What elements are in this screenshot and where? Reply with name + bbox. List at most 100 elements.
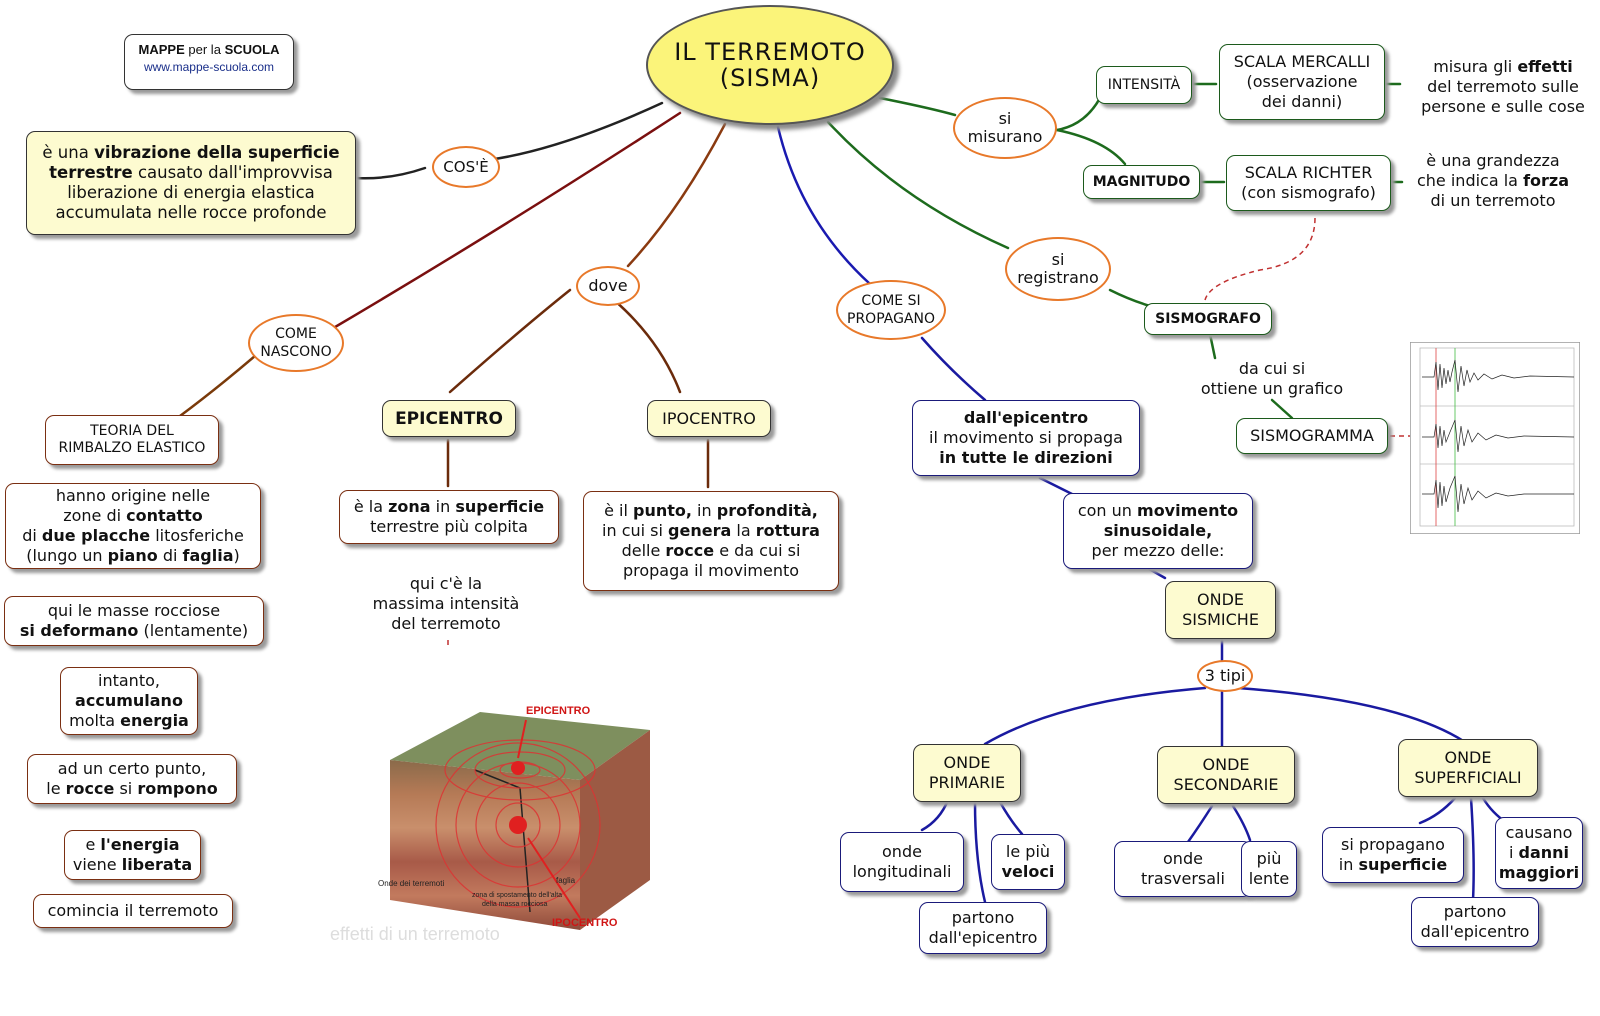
def-t2: vibrazione della superficie xyxy=(94,143,340,162)
s3a: intanto, xyxy=(98,671,160,690)
title-ellipse: IL TERREMOTO(SISMA) xyxy=(646,5,894,125)
s2c: (lentamente) xyxy=(138,621,249,640)
sismogramma-box: SISMOGRAMMA xyxy=(1236,418,1388,454)
def-t3: terrestre xyxy=(49,163,133,182)
sp-a: si propagano xyxy=(1341,835,1445,854)
def-t5: liberazione di energia elastica xyxy=(67,183,315,202)
s4a: ad un certo punto, xyxy=(57,759,207,778)
mn-d: persone e sulle cose xyxy=(1421,97,1585,116)
illus-caption: effetti di un terremoto xyxy=(330,924,500,944)
s1j: faglia xyxy=(182,546,234,565)
def-t6: accumulata nelle rocce profonde xyxy=(55,203,327,222)
s1k: ) xyxy=(233,546,240,565)
s5b: l'energia xyxy=(100,835,180,854)
brand-name-1: MAPPE xyxy=(138,42,185,57)
epicentro-label: EPICENTRO xyxy=(395,408,503,429)
s1c: contatto xyxy=(126,506,203,525)
op-b: PRIMARIE xyxy=(928,773,1006,792)
id-g: la xyxy=(731,521,756,540)
s3c: molta xyxy=(69,711,121,730)
s1d: di xyxy=(22,526,42,545)
en-b: massima intensità xyxy=(372,594,520,613)
link-dove: dove xyxy=(576,266,640,306)
id-j: rocce xyxy=(665,541,715,560)
spp-a: partono xyxy=(1443,902,1507,921)
s6: comincia il terremoto xyxy=(47,901,219,920)
link-3-tipi: 3 tipi xyxy=(1197,660,1253,692)
osup-a: ONDE xyxy=(1444,748,1492,767)
brand-name-2: per la xyxy=(188,42,221,57)
s1h: piano xyxy=(107,546,158,565)
mn-a: misura gli xyxy=(1433,57,1518,76)
pl-a: onde xyxy=(882,842,922,861)
p1c: in tutte le direzioni xyxy=(939,448,1113,467)
intensita-label: INTENSITÀ xyxy=(1107,77,1181,93)
os-a: ONDE xyxy=(1197,590,1244,609)
brand-box: MAPPE per la SCUOLA www.mappe-scuola.com xyxy=(124,34,294,90)
mer-b: (osservazione xyxy=(1246,72,1358,91)
s1g: (lungo un xyxy=(26,546,108,565)
title-line1: IL TERREMOTO xyxy=(674,38,866,66)
title-line2: (SISMA) xyxy=(719,64,821,92)
id-e: in cui si xyxy=(602,521,669,540)
illus-onde-label: Onde dei terremoti xyxy=(378,879,444,888)
p2b: movimento xyxy=(1137,501,1239,520)
mn-c: del terremoto sulle xyxy=(1427,77,1579,96)
p2a: con un xyxy=(1077,501,1138,520)
sl-b: lente xyxy=(1248,869,1290,888)
mer-c: dei danni) xyxy=(1261,92,1343,111)
ipocentro-box: IPOCENTRO xyxy=(647,400,771,437)
brand-name-3: SCUOLA xyxy=(224,42,280,57)
epicentro-box: EPICENTRO xyxy=(382,400,516,437)
ipocentro-label: IPOCENTRO xyxy=(662,408,756,428)
sd-d: maggiori xyxy=(1498,863,1580,882)
s3b: accumulano xyxy=(75,691,183,710)
ed-e: terrestre più colpita xyxy=(370,517,528,536)
mn-b: effetti xyxy=(1517,57,1573,76)
earthquake-illustration: EPICENTRO IPOCENTRO Onde dei terremoti f… xyxy=(330,705,650,944)
seismogram-image xyxy=(1410,342,1580,534)
ed-d: superficie xyxy=(455,497,545,516)
spp-b: dall'epicentro xyxy=(1420,922,1530,941)
tipi-label: 3 tipi xyxy=(1204,666,1246,685)
s4c: rocce xyxy=(65,779,115,798)
sismografo-box: SISMOGRAFO xyxy=(1144,303,1272,335)
id-b: punto, xyxy=(633,501,692,520)
rn-c: forza xyxy=(1523,171,1570,190)
en-c: del terremoto xyxy=(391,614,501,633)
id-c: in xyxy=(691,501,717,520)
s2a: qui le masse rocciose xyxy=(47,601,221,620)
lp-1: COME SI xyxy=(861,293,921,309)
s1b: zone di xyxy=(63,506,127,525)
magnitudo-label: MAGNITUDO xyxy=(1092,174,1191,190)
s2b: si deformano xyxy=(19,621,139,640)
link-cose: COS'È xyxy=(432,146,500,188)
ed-c: in xyxy=(430,497,456,516)
lg-2: ottiene un grafico xyxy=(1200,379,1344,398)
illus-faglia-label: faglia xyxy=(556,876,576,885)
illus-zona-label1: zona di spostamento dell'alta xyxy=(472,892,562,899)
sd-c: danni xyxy=(1518,843,1570,862)
sd-a: causano xyxy=(1505,823,1573,842)
s1a: hanno origine nelle xyxy=(55,486,211,505)
p1a: dall'epicentro xyxy=(963,408,1089,427)
s1i: di xyxy=(157,546,183,565)
